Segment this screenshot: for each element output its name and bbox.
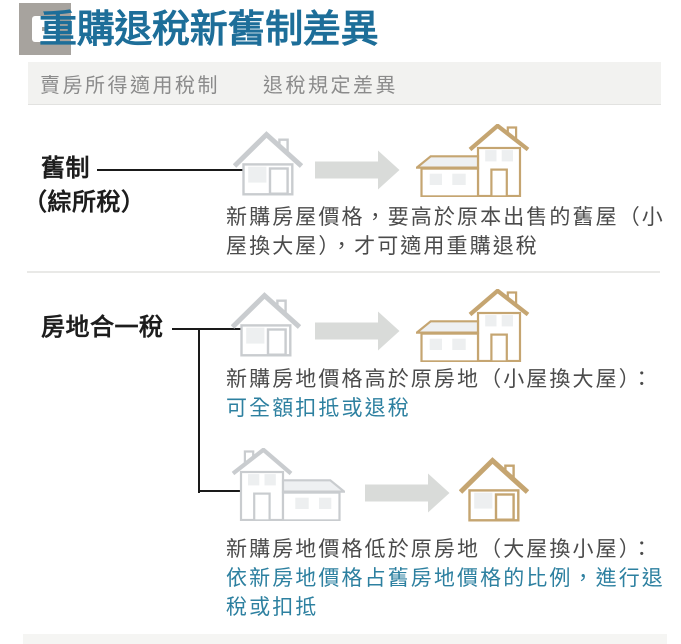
tab-bar: 賣房所得適用稅制 退稅規定差異 xyxy=(28,62,661,105)
connector-line-old xyxy=(97,168,245,171)
large-house-icon xyxy=(416,290,528,362)
arrow-right-icon xyxy=(365,473,450,513)
next-section-band xyxy=(23,634,667,644)
page-title: 重購退稅新舊制差異 xyxy=(39,9,379,51)
small-house-icon xyxy=(460,460,528,521)
old-system-description: 新購房屋價格，要高於原本出售的舊屋（小屋換大屋），才可適用重購退稅 xyxy=(226,206,665,258)
old-system-label: 舊制 xyxy=(41,155,90,182)
photo-card-notch xyxy=(42,27,47,31)
large-house-icon xyxy=(233,449,345,521)
large-house-icon xyxy=(416,125,528,197)
connector-line-branch2 xyxy=(197,490,245,493)
photo-overlay-icon xyxy=(19,3,71,55)
unified-tax-label: 房地合一稅 xyxy=(41,314,164,341)
old-system-sublabel: （綜所稅） xyxy=(23,189,146,216)
small-house-icon xyxy=(234,134,302,195)
branch1-description: 新購房地價格高於原房地（小屋換大屋）：可全額扣抵或退稅 xyxy=(226,368,655,420)
small-house-icon xyxy=(232,295,300,356)
tab-sell-income-tax-system[interactable]: 賣房所得適用稅制 xyxy=(40,74,220,97)
connector-line-branch1 xyxy=(172,327,246,330)
section-divider xyxy=(27,271,660,273)
tab-refund-rule-difference[interactable]: 退稅規定差異 xyxy=(263,74,398,97)
arrow-right-icon xyxy=(315,150,400,190)
connector-line-vertical xyxy=(197,327,200,493)
arrow-right-icon xyxy=(315,311,400,351)
branch2-description: 新購房地價格低於原房地（大屋換小屋）：依新房地價格占舊房地價格的比例，進行退稅或… xyxy=(226,538,665,619)
